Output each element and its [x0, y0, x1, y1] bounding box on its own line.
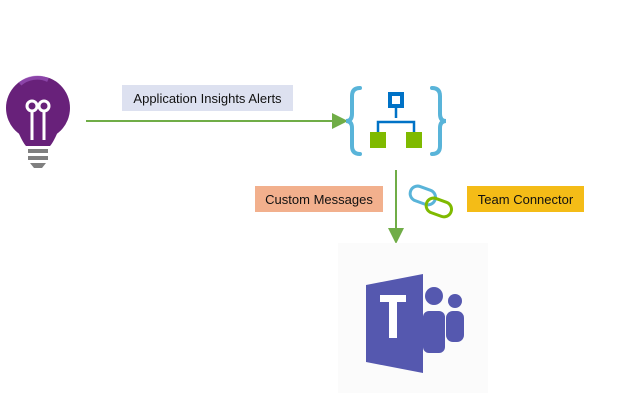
logic-app-icon [345, 86, 447, 156]
connector-link-icon [408, 184, 453, 219]
application-insights-alerts-label: Application Insights Alerts [122, 85, 293, 111]
application-insights-icon [6, 75, 70, 168]
custom-messages-label: Custom Messages [255, 186, 383, 212]
team-connector-label: Team Connector [467, 186, 584, 212]
microsoft-teams-icon [338, 243, 488, 393]
